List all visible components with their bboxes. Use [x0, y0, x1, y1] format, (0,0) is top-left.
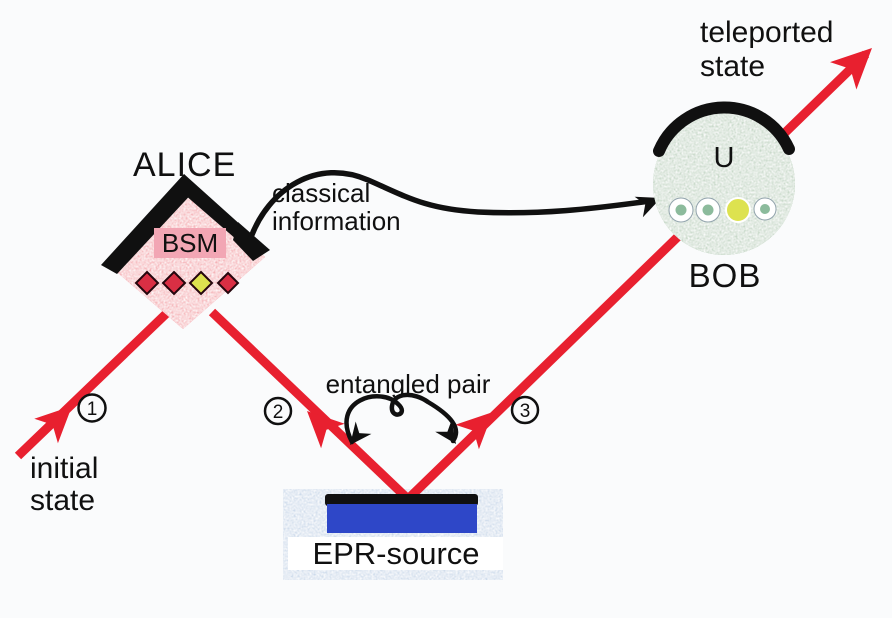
- entangled-squiggle-arrowhead-left: [350, 421, 372, 445]
- photon-3-badge: 3: [520, 401, 531, 422]
- entangled-pair-squiggle: [344, 392, 459, 445]
- teleported-state-label-line1: teleported: [700, 16, 833, 49]
- entangled-squiggle-arrowhead-right: [435, 420, 456, 444]
- bob-label: BOB: [689, 257, 762, 294]
- classical-channel-curve: [247, 169, 653, 243]
- alice-edge-right: [177, 174, 253, 246]
- arrowhead-beam3: [455, 412, 493, 450]
- photon-1-badge-circle: [77, 393, 107, 423]
- photon-3-badge-circle: [510, 395, 540, 425]
- beam-initial-state: [14, 306, 174, 460]
- alice-detector-4: [216, 271, 240, 295]
- epr-source-label: EPR-source: [312, 536, 479, 571]
- photon-1-badge: 1: [87, 399, 98, 420]
- arrowhead-beam2: [307, 411, 345, 449]
- arrowhead-beam1: [34, 406, 72, 444]
- photon-2-badge: 2: [273, 402, 284, 423]
- bob-station: U BOB: [653, 101, 795, 294]
- initial-state-label-line2: state: [30, 484, 95, 517]
- bob-port-1-hole: [675, 204, 687, 216]
- alice-detector-2: [161, 270, 187, 296]
- alice-station: BSM ALICE: [101, 146, 270, 329]
- beam-epr-to-alice: [208, 308, 412, 503]
- photon-number-badges: 1 2 3: [77, 393, 540, 426]
- bob-port-4-hole: [760, 204, 770, 214]
- classical-channel: classical information: [247, 169, 661, 243]
- classical-channel-arrowhead: [634, 196, 661, 218]
- entangled-pair-annotation: entangled pair: [326, 369, 491, 445]
- bob-top-shade-arc: [653, 101, 795, 157]
- photon-beams: [14, 48, 872, 503]
- epr-crystal-top: [325, 494, 478, 506]
- epr-source: EPR-source: [288, 494, 503, 571]
- alice-label: ALICE: [133, 146, 236, 184]
- teleported-state-label-line2: state: [700, 50, 765, 83]
- bsm-label: BSM: [162, 228, 218, 258]
- epr-label-box: [288, 537, 503, 570]
- state-labels: initial state teleported state: [30, 16, 833, 517]
- alice-edge-left: [101, 174, 197, 274]
- unitary-label: U: [714, 142, 735, 174]
- bob-port-2-hole: [702, 204, 714, 216]
- classical-information-label-line2: information: [272, 206, 401, 236]
- classical-information-label-line1: classical: [272, 178, 370, 208]
- alice-detector-1: [134, 270, 160, 296]
- epr-crystal-face: [327, 504, 477, 533]
- bob-port-3-active: [725, 197, 751, 223]
- arrowhead-teleported: [830, 48, 872, 90]
- alice-detector-3-active: [188, 270, 214, 296]
- bsm-box: [154, 228, 226, 258]
- photon-2-badge-circle: [263, 396, 293, 426]
- initial-state-label-line1: initial: [30, 452, 98, 485]
